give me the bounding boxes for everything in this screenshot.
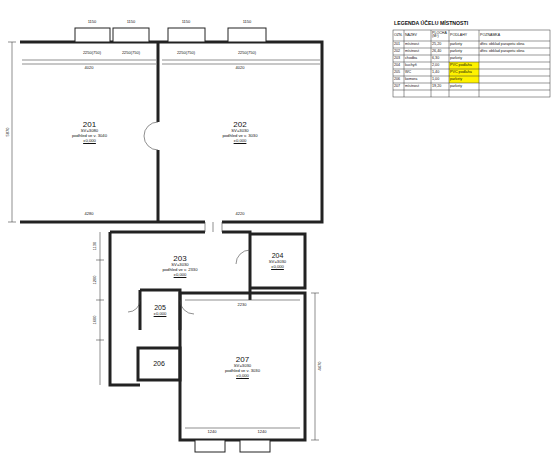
room-note: ±0,000 [83, 139, 96, 144]
table-cell: 1,40 [432, 71, 448, 75]
room-note: ±0,000 [234, 139, 247, 144]
room-number: 205 [154, 304, 166, 312]
dimension: 1150 [182, 20, 191, 24]
table-cell: 202 [394, 50, 403, 54]
room: 205±0,000 [142, 292, 178, 328]
room: 202SV=3030podhled ve v. 3030±0,000 [160, 44, 320, 220]
dimension: 2230 [238, 303, 247, 307]
dimension: 1130 [93, 242, 97, 251]
table-cell: místnost [405, 50, 430, 54]
table-header: PODLAHY [450, 34, 478, 38]
table-cell: parkety [450, 50, 478, 54]
table-cell: 6,30 [432, 57, 448, 61]
table-cell: 203 [394, 57, 403, 61]
table-cell: dřev. obklad parapetu okna [480, 50, 549, 54]
dimension: 4220 [236, 212, 245, 216]
table-cell: 206 [394, 78, 403, 82]
table-cell: PVC podlaha [450, 71, 478, 75]
dimension: 1200 [93, 276, 97, 285]
table-cell: místnost [405, 85, 430, 89]
room-note: ±0,000 [154, 312, 167, 317]
dimension: 1150 [243, 20, 252, 24]
dimension: 2250(750) [177, 51, 195, 55]
dimension: 2250(750) [238, 51, 256, 55]
table-header: OZN. [394, 34, 403, 38]
dimension: 4280 [85, 212, 94, 216]
table-cell: 25,20 [432, 43, 448, 47]
table-cell: parkety [450, 85, 478, 89]
dimension: 1240 [208, 430, 217, 434]
table-header: PLOCHA (M²) [432, 32, 448, 40]
dimension: 2250(750) [122, 51, 140, 55]
dimension: 1600 [93, 316, 97, 325]
table-cell: chodba [405, 57, 430, 61]
dimension: 1240 [258, 430, 267, 434]
dimension: 4020 [85, 66, 94, 70]
room-note: ±0,000 [271, 265, 284, 270]
table-cell: 205 [394, 71, 403, 75]
dimension: 5870 [6, 128, 10, 137]
dimension: 1150 [127, 20, 136, 24]
table-cell: kuchyň [405, 64, 430, 68]
room-number: 201 [83, 120, 96, 129]
dimension: 4470 [318, 362, 322, 371]
room-number: 203 [173, 254, 186, 263]
room: 204SV=3030±0,000 [252, 236, 303, 286]
room-note: ±0,000 [236, 374, 249, 379]
room: 207SV=3030podhled ve v. 3030±0,000 [182, 295, 303, 438]
table-header: POZNÁMKA [480, 34, 549, 38]
room: 206 [140, 350, 178, 378]
table-cell: 2,00 [432, 64, 448, 68]
table-cell: 204 [394, 64, 403, 68]
room-number: 202 [233, 120, 246, 129]
table-title: LEGENDA ÚČELU MÍSTNOSTI [394, 21, 468, 26]
table-cell: 1,00 [432, 78, 448, 82]
table-cell: 26,40 [432, 50, 448, 54]
room-note: ±0,000 [174, 273, 187, 278]
table-header: NÁZEV [405, 34, 430, 38]
table-cell: WC [405, 71, 430, 75]
table-cell: parkety [450, 78, 478, 82]
dimension: 2250(750) [83, 51, 101, 55]
dimension: 1150 [88, 20, 97, 24]
room-number: 206 [153, 360, 165, 368]
table-cell: parkety [450, 57, 478, 61]
dimension: 4020 [236, 66, 245, 70]
table-cell: komora [405, 78, 430, 82]
table-cell: 19,20 [432, 85, 448, 89]
room-number: 204 [272, 252, 284, 260]
room: 201SV=3080podhled ve v. 3040±0,000 [22, 44, 157, 220]
table-cell: 207 [394, 85, 403, 89]
table-cell: parkety [450, 43, 478, 47]
table-cell: 201 [394, 43, 403, 47]
room: 203SV=3030podhled ve v. 2330±0,000 [112, 234, 248, 298]
table-cell: dřev. obklad parapetu okna [480, 43, 549, 47]
table-cell: PVC podlaha [450, 64, 478, 68]
room-number: 207 [236, 355, 249, 364]
table-cell: místnost [405, 43, 430, 47]
